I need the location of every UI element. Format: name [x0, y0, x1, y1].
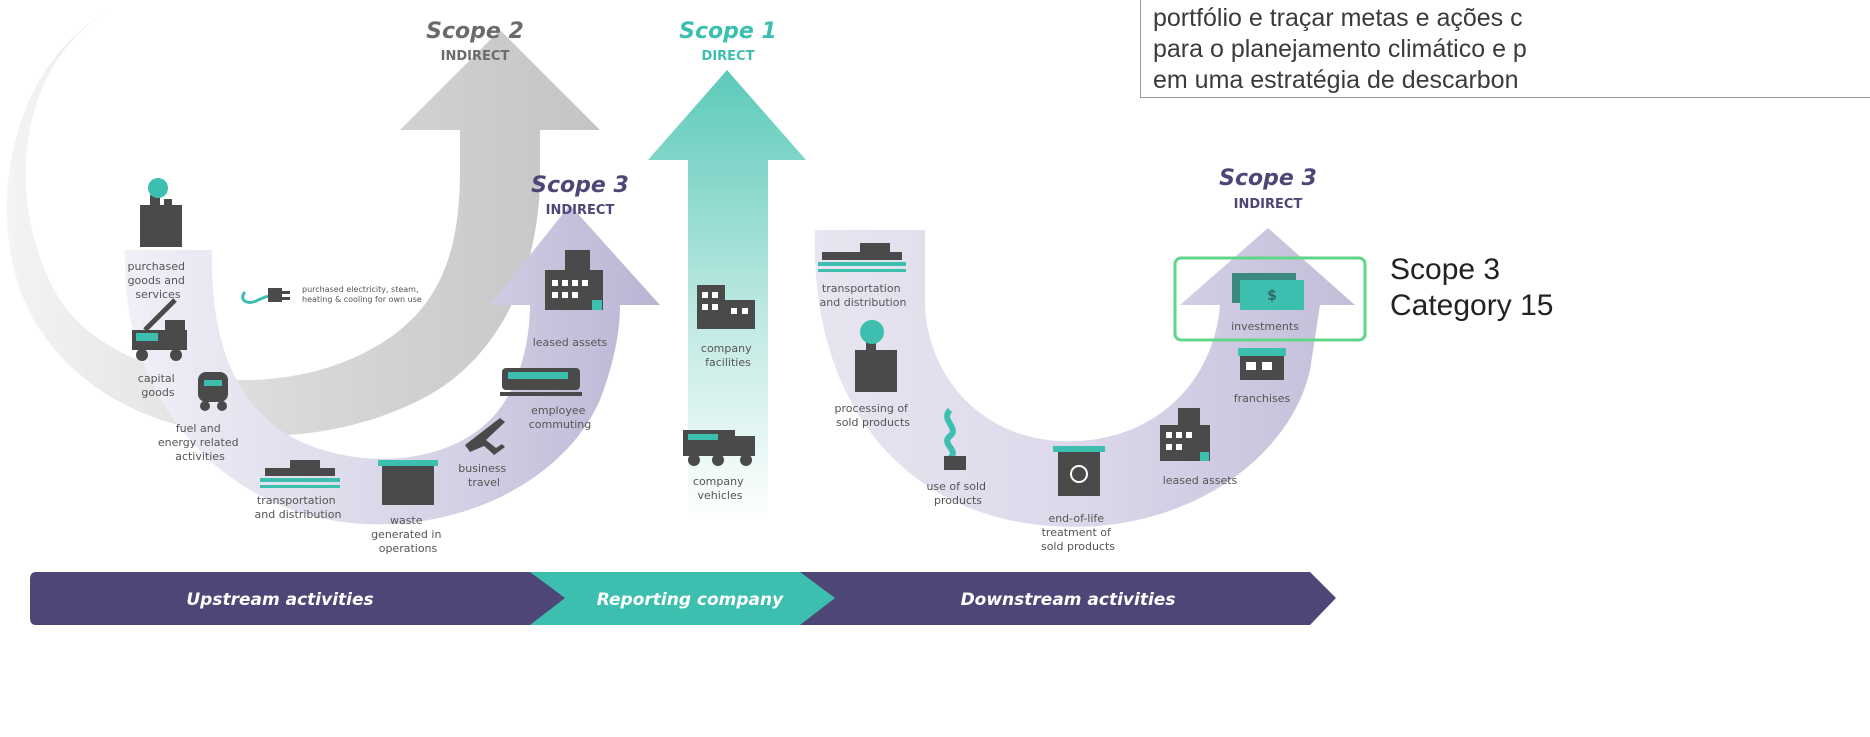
svg-text:end-of-life treatment of: end-of-life treatment of sold products — [1041, 512, 1115, 553]
svg-text:transportation and distrib: transportation and distribution — [255, 494, 342, 521]
note-line: em uma estratégia de descarbon — [1153, 66, 1519, 94]
company-truck-icon — [683, 430, 755, 466]
scope1-subtitle: DIRECT — [702, 49, 755, 64]
category15-highlight-box — [1173, 256, 1367, 342]
downstream-transport-label: transportation — [822, 282, 901, 295]
svg-text:purchased electricity, steam,: purchased electricity, steam, heating & … — [302, 285, 422, 304]
employee-commuting-label: commuting — [529, 418, 592, 431]
dumpster-icon — [378, 460, 438, 505]
upstream-transport-label: and distribution — [255, 508, 342, 521]
scope2-item-label: heating & cooling for own use — [302, 295, 422, 304]
svg-text:fuel and energy related: fuel and energy related activities — [158, 422, 242, 463]
use-sold-products-label: use of sold — [926, 480, 986, 493]
svg-text:processing of sold product: processing of sold products — [835, 402, 912, 429]
building-icon — [545, 250, 603, 310]
scope2-item-label: purchased electricity, steam, — [302, 285, 419, 294]
upstream-bar-segment — [30, 572, 590, 625]
scope1-arrow — [648, 70, 806, 520]
svg-text:capital goods: capital goods — [138, 372, 178, 399]
use-sold-products-label: products — [934, 494, 982, 507]
company-facilities-label: company — [701, 342, 752, 355]
ship-icon — [260, 460, 340, 488]
scope1-title: Scope 1 — [679, 19, 777, 44]
investments-label: investments — [1231, 320, 1299, 333]
upstream-activities-label: Upstream activities — [186, 590, 373, 610]
downstream-factory-icon — [855, 320, 897, 392]
svg-text:use of sold products: use of sold products — [926, 480, 989, 507]
company-vehicles-label: company — [693, 475, 744, 488]
scope2-title: Scope 2 — [426, 19, 524, 44]
note-box: portfólio e traçar metas e ações c para … — [1140, 0, 1870, 98]
scope2-subtitle: INDIRECT — [441, 49, 510, 64]
downstream-leased-label: leased assets — [1163, 474, 1238, 487]
downstream-transport-label: and distribution — [820, 296, 907, 309]
waste-label: operations — [379, 542, 438, 555]
reporting-company-label: Reporting company — [597, 590, 784, 610]
waste-label: waste — [390, 514, 423, 527]
scope3-upstream-title: Scope 3 — [531, 173, 629, 198]
scope3-downstream-subtitle: INDIRECT — [1234, 197, 1303, 212]
employee-commuting-label: employee — [531, 404, 586, 417]
fuel-energy-label: energy related — [158, 436, 239, 449]
franchises-label: franchises — [1234, 392, 1291, 405]
fuel-energy-label: activities — [175, 450, 225, 463]
waste-label: generated in — [371, 528, 441, 541]
crane-truck-icon — [132, 298, 187, 361]
company-building-icon — [697, 285, 755, 329]
downstream-bar-segment — [800, 572, 1336, 625]
company-vehicles-label: vehicles — [698, 489, 743, 502]
processing-label: sold products — [836, 416, 910, 429]
fuel-tanker-icon — [198, 372, 228, 411]
plug-icon — [241, 288, 290, 304]
company-facilities-label: facilities — [705, 356, 751, 369]
end-of-life-label: end-of-life — [1048, 512, 1104, 525]
scope3-upstream-arrow — [124, 205, 660, 525]
business-travel-label: business — [458, 462, 506, 475]
airplane-icon — [465, 418, 505, 455]
scope2-arrow — [6, 10, 600, 436]
downstream-building-icon — [1160, 408, 1210, 461]
money-icon: $ — [1232, 273, 1304, 310]
category-label-line: Scope 3 — [1390, 253, 1501, 286]
end-of-life-label: sold products — [1041, 540, 1115, 553]
recycle-bin-icon — [1053, 446, 1105, 496]
downstream-ship-icon — [818, 243, 906, 272]
processing-label: processing of — [835, 402, 910, 415]
factory-icon — [140, 178, 182, 247]
scope3-downstream-title: Scope 3 — [1219, 166, 1317, 191]
capital-goods-label: goods — [141, 386, 174, 399]
note-line: para o planejamento climático e p — [1153, 35, 1527, 63]
storefront-icon — [1238, 348, 1286, 380]
svg-text:company facilities: company facilities — [701, 342, 755, 369]
svg-text:business travel: business travel — [458, 462, 509, 489]
purchased-goods-label: goods and — [128, 274, 185, 287]
upstream-leased-label: leased assets — [533, 336, 608, 349]
purchased-goods-label: purchased — [128, 260, 185, 273]
svg-text:employee commuting: employee commuting — [529, 404, 592, 431]
capital-goods-label: capital — [138, 372, 175, 385]
scope3-upstream-subtitle: INDIRECT — [546, 203, 615, 218]
purchased-goods-label: services — [135, 288, 180, 301]
lightbulb-icon — [944, 407, 966, 470]
svg-text:purchased goods and se: purchased goods and services — [128, 260, 189, 301]
fuel-energy-label: fuel and — [176, 422, 221, 435]
dollar-symbol: $ — [1267, 288, 1277, 304]
activity-bar — [30, 572, 1336, 625]
category15-label: Scope 3 Category 15 — [1390, 252, 1553, 324]
svg-text:waste generated in ope: waste generated in operations — [371, 514, 445, 555]
business-travel-label: travel — [468, 476, 500, 489]
train-icon — [500, 368, 582, 396]
upstream-transport-label: transportation — [257, 494, 336, 507]
reporting-bar-segment — [530, 572, 835, 625]
note-line: portfólio e traçar metas e ações c — [1153, 4, 1523, 32]
category-label-line: Category 15 — [1390, 289, 1554, 322]
downstream-activities-label: Downstream activities — [961, 590, 1176, 610]
svg-text:transportation and distrib: transportation and distribution — [820, 282, 907, 309]
svg-text:company vehicles: company vehicles — [693, 475, 747, 502]
end-of-life-label: treatment of — [1042, 526, 1112, 539]
